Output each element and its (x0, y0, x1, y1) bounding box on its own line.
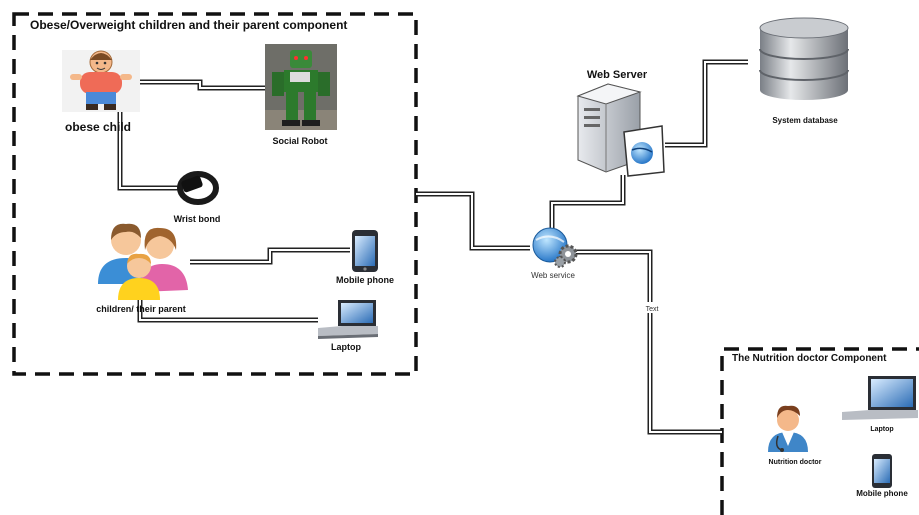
web-service-label: Web service (531, 271, 575, 280)
mobile-phone-icon-right (872, 454, 892, 488)
nutrition-doctor-icon (768, 405, 808, 452)
social-robot-icon (265, 44, 337, 130)
web-service-icon (532, 227, 578, 268)
laptop-label-left: Laptop (331, 342, 361, 352)
connector-lines (117, 59, 748, 435)
link-text-bg (642, 302, 662, 313)
wrist-bond-label: Wrist bond (174, 214, 221, 224)
laptop-icon-right (842, 376, 918, 420)
web-server-icon (576, 83, 665, 177)
obese-child-icon (62, 50, 140, 112)
mobile-phone-label-right: Mobile phone (856, 489, 908, 498)
right-group-border (720, 347, 919, 515)
system-database-label: System database (772, 116, 838, 125)
mobile-phone-label-left: Mobile phone (336, 275, 394, 285)
social-robot-label: Social Robot (272, 136, 327, 146)
children-parent-label: children/ their parent (96, 304, 186, 314)
laptop-icon-left (318, 300, 378, 339)
system-database-icon (759, 17, 849, 100)
laptop-label-right: Laptop (870, 426, 893, 433)
web-server-label: Web Server (587, 69, 648, 81)
wrist-band-icon (177, 171, 219, 205)
nutrition-doctor-label: Nutrition doctor (769, 459, 822, 466)
link-text-label: Text (646, 306, 659, 313)
left-group-title: Obese/Overweight children and their pare… (30, 18, 347, 32)
right-group-title: The Nutrition doctor Component (732, 353, 887, 364)
mobile-phone-icon-left (352, 230, 378, 272)
family-icon (98, 223, 188, 300)
obese-child-label: obese child (65, 120, 131, 134)
